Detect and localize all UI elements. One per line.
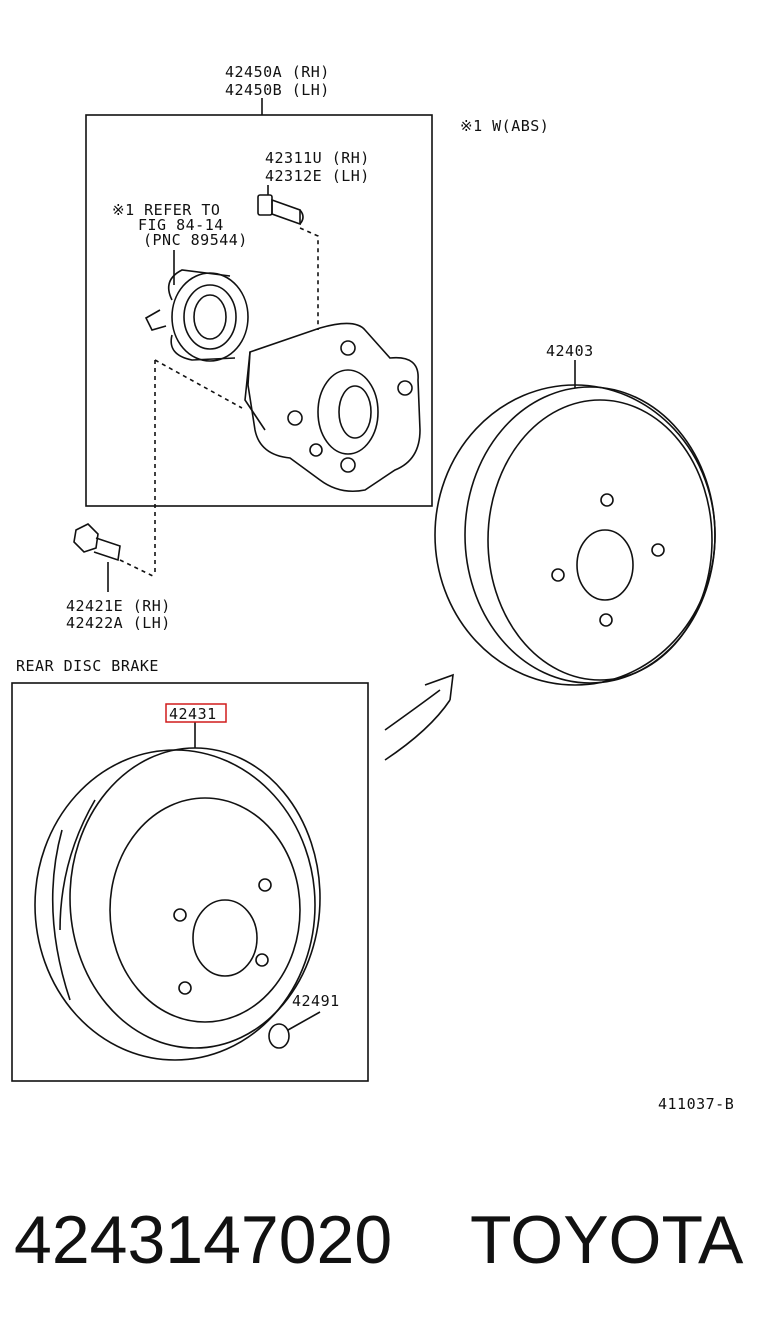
hub-assembly-box xyxy=(85,114,433,507)
abs-note: ※1 W(ABS) xyxy=(460,117,549,135)
brand-name: TOYOTA xyxy=(470,1202,744,1278)
plug-part: 42491 xyxy=(292,992,340,1010)
hub-assembly-part-lh: 42450B (LH) xyxy=(225,81,330,99)
rear-disc-box xyxy=(11,682,369,1082)
bolt-part-lh: 42422A (LH) xyxy=(66,614,171,632)
rotor-part: 42431 xyxy=(169,705,217,723)
rotor-drawing xyxy=(34,722,321,1061)
rotor-part-highlight xyxy=(165,703,227,723)
drum-drawing xyxy=(434,360,716,686)
product-caption: 4243147020 TOYOTA xyxy=(0,1180,760,1300)
drum-part: 42403 xyxy=(546,342,594,360)
refer-line1: ※1 REFER TO xyxy=(112,201,220,219)
hub-bolt-part-rh: 42311U (RH) xyxy=(265,149,370,167)
arrow-drawing xyxy=(384,673,454,761)
bolt-drawing xyxy=(73,523,156,592)
bolt-part-rh: 42421E (RH) xyxy=(66,597,171,615)
plug-drawing xyxy=(268,1011,321,1049)
refer-line2: FIG 84-14 xyxy=(138,216,224,234)
hub-bolt-part-lh: 42312E (LH) xyxy=(265,167,370,185)
hub-bolt-drawing xyxy=(257,185,319,330)
part-number: 4243147020 xyxy=(14,1202,393,1278)
figure-code: 411037-B xyxy=(658,1095,734,1113)
rear-disc-title: REAR DISC BRAKE xyxy=(16,657,159,675)
parts-diagram: 42450A (RH) 42450B (LH) ※1 W(ABS) 42311U… xyxy=(11,63,734,1113)
bearing-drawing xyxy=(144,250,249,362)
hub-flange-drawing xyxy=(154,322,421,575)
hub-assembly-part-rh: 42450A (RH) xyxy=(225,63,330,81)
refer-line3: (PNC 89544) xyxy=(143,231,248,249)
